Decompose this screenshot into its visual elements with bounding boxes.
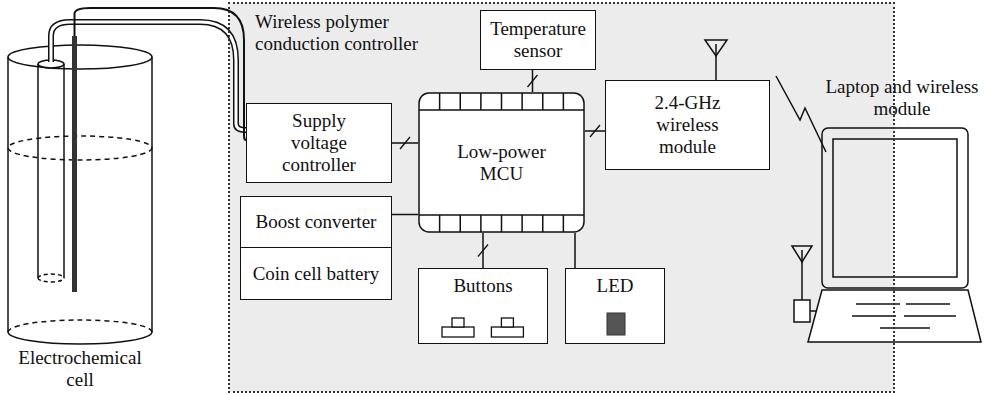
mcu-chip: Low-power MCU bbox=[418, 92, 585, 233]
box-label: Coin cell battery bbox=[253, 263, 380, 285]
figure-label: Electrochemical cell bbox=[5, 347, 155, 391]
usb-dongle bbox=[792, 246, 816, 322]
button-symbol bbox=[442, 327, 474, 337]
sensor-box: Temperature sensor bbox=[480, 10, 596, 70]
mcu-pin bbox=[501, 93, 503, 110]
electrode-rod bbox=[72, 36, 77, 292]
mcu-pin bbox=[563, 93, 565, 110]
bus-line bbox=[574, 233, 576, 268]
box-label: 2.4-GHz wireless module bbox=[633, 92, 743, 158]
wireless-module-box: 2.4-GHz wireless module bbox=[605, 80, 770, 170]
buttons-box: Buttons bbox=[418, 268, 548, 344]
led-symbol bbox=[607, 313, 625, 335]
converter-box: Boost converter bbox=[240, 196, 392, 248]
mcu-pin bbox=[460, 215, 462, 232]
box-label: Supply voltage controller bbox=[269, 110, 369, 176]
controller-ground bbox=[229, 3, 894, 392]
electrochemical-cell bbox=[8, 45, 152, 344]
mcu-body bbox=[419, 93, 584, 232]
box-label: Low-power MCU bbox=[447, 141, 557, 185]
mcu-pin bbox=[542, 215, 544, 232]
wireless-link bbox=[776, 76, 826, 152]
mcu-pin bbox=[480, 93, 482, 110]
mcu-pin bbox=[501, 215, 503, 232]
bus-slash bbox=[478, 245, 488, 257]
controller-box: Supply voltage controller bbox=[246, 103, 392, 183]
controller-box: Wireless polymer conduction controller Te… bbox=[228, 2, 895, 393]
figure-label: Laptop and wireless module bbox=[823, 76, 981, 120]
mcu-pin bbox=[480, 215, 482, 232]
mcu-pin bbox=[521, 93, 523, 110]
bus-slash bbox=[590, 125, 600, 137]
group-title: Wireless polymer conduction controller bbox=[255, 11, 450, 55]
box-label: Buttons bbox=[453, 275, 512, 297]
cell-cables bbox=[51, 8, 246, 140]
button-symbol bbox=[501, 318, 513, 327]
button-symbol bbox=[491, 327, 523, 337]
module-antenna bbox=[705, 40, 727, 80]
button-symbol bbox=[452, 318, 464, 327]
mcu-pin bbox=[542, 93, 544, 110]
mcu-pin bbox=[439, 215, 441, 232]
mcu-pin bbox=[460, 93, 462, 110]
box-label: LED bbox=[597, 275, 634, 297]
box-label: Temperature sensor bbox=[488, 18, 588, 62]
box-label: Boost converter bbox=[256, 211, 377, 233]
bus-line bbox=[392, 214, 418, 216]
bus-slash bbox=[528, 75, 538, 87]
battery-box: Coin cell battery bbox=[240, 247, 392, 300]
mcu-pin bbox=[439, 93, 441, 110]
bus-slash bbox=[400, 137, 410, 149]
mcu-pin bbox=[563, 215, 565, 232]
mcu-pin bbox=[521, 215, 523, 232]
led-box: LED bbox=[565, 268, 665, 344]
